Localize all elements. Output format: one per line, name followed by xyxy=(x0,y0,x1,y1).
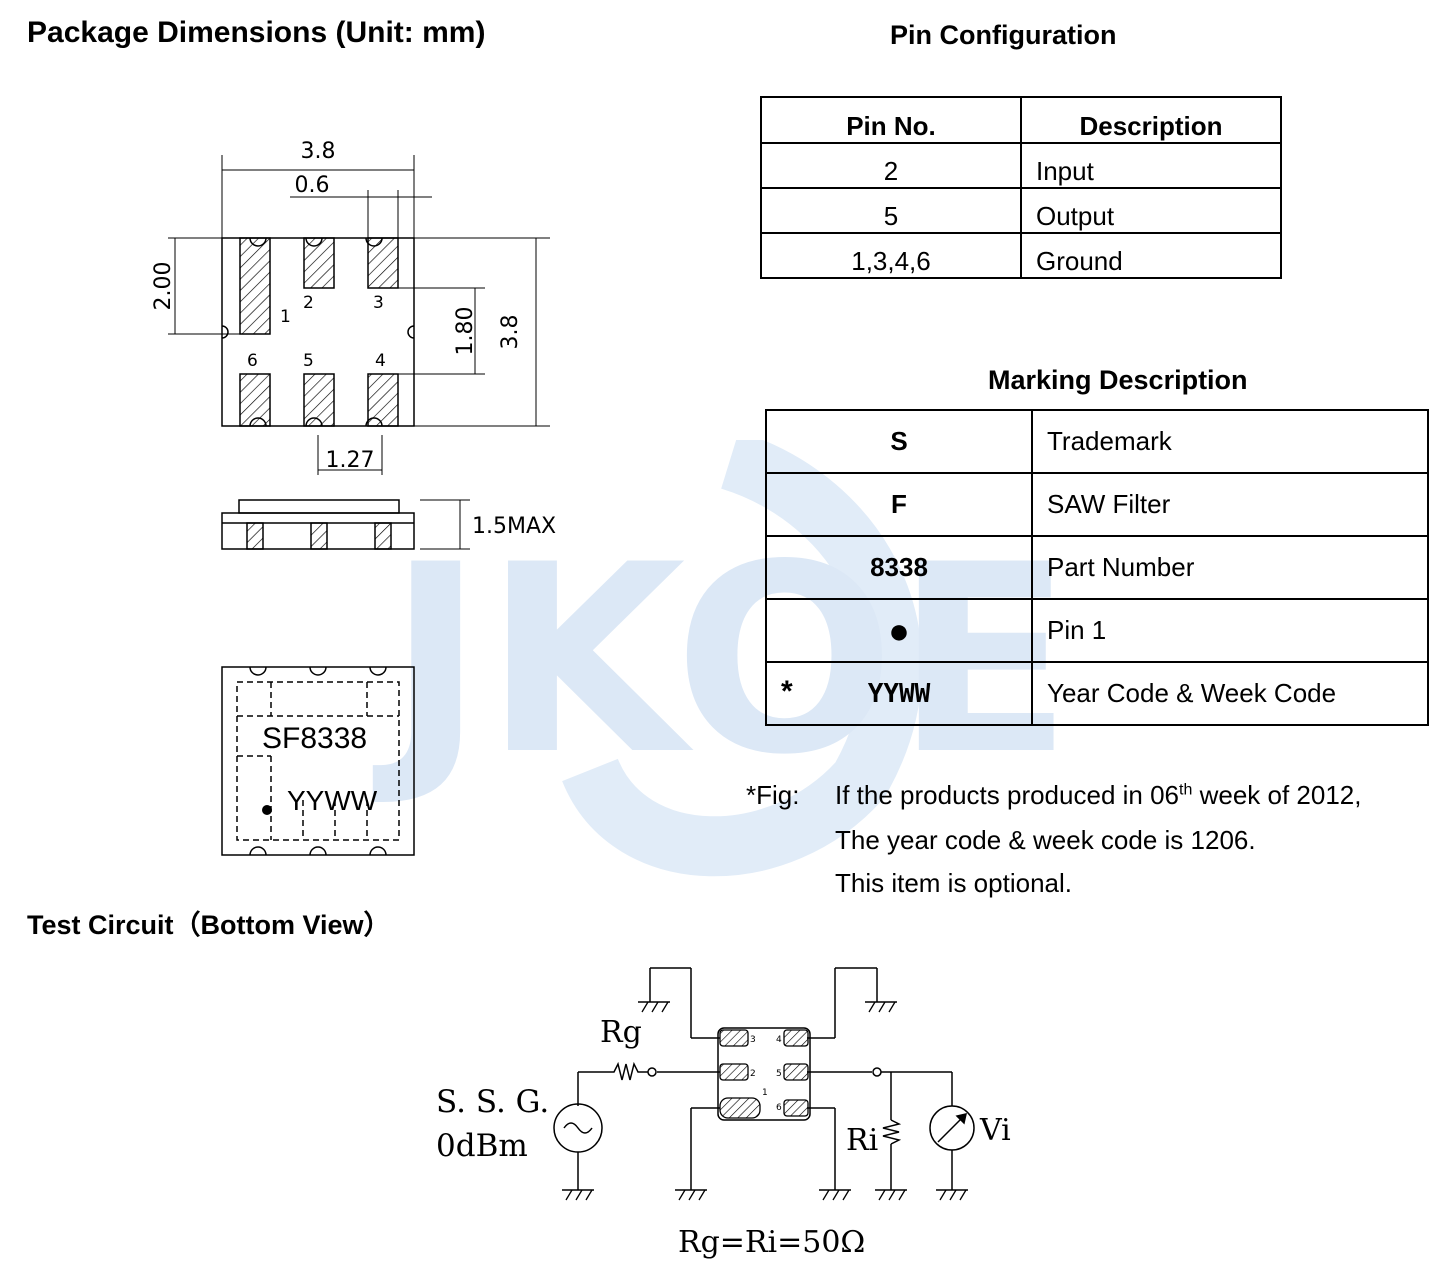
date-code-symbol: YYWW xyxy=(867,679,931,709)
table-header: Pin No. xyxy=(760,96,1022,144)
pin1-dot xyxy=(262,805,272,815)
pin-label: 4 xyxy=(375,351,386,371)
pin-description-cell: Input xyxy=(1020,142,1282,189)
dim-pad-gap-label: 1.80 xyxy=(453,307,478,356)
table-header: Description xyxy=(1020,96,1282,144)
package-dimensions-heading: Package Dimensions (Unit: mm) xyxy=(27,16,486,49)
table-row: 2 Input xyxy=(760,142,1282,189)
marking-description-cell: Part Number xyxy=(1031,535,1429,600)
marking-part-text: SF8338 xyxy=(262,722,367,755)
table-row: 1,3,4,6 Ground xyxy=(760,232,1282,279)
dim-max-height-label: 1.5MAX xyxy=(472,514,556,539)
vi-label: Vi xyxy=(979,1113,1011,1148)
pin-description-cell: Output xyxy=(1020,187,1282,234)
pad-number: 1 xyxy=(762,1088,768,1098)
rg-label: Rg xyxy=(600,1015,642,1050)
footnote-superscript: th xyxy=(1179,781,1193,799)
pad-number: 2 xyxy=(750,1069,756,1079)
table-row: S Trademark xyxy=(765,409,1429,474)
pin-label: 3 xyxy=(373,293,384,313)
pin-number-cell: 5 xyxy=(760,187,1022,234)
table-row: 8338 Part Number xyxy=(765,535,1429,600)
marking-top-view: SF8338 YYWW xyxy=(221,666,415,856)
marking-description-cell: Year Code & Week Code xyxy=(1031,661,1429,726)
marking-description-heading: Marking Description xyxy=(988,365,1248,395)
marking-symbol-cell: 8338 xyxy=(765,535,1033,600)
asterisk-marker: * xyxy=(781,675,793,708)
pad-number: 6 xyxy=(776,1103,782,1113)
dim-width-label: 3.8 xyxy=(301,139,336,164)
dim-pitch-label: 1.27 xyxy=(326,448,375,473)
footnote-line-2: The year code & week code is 1206. xyxy=(835,825,1256,855)
package-side-view: 1.5MAX xyxy=(221,499,556,550)
footnote-text: week of 2012, xyxy=(1192,780,1362,810)
marking-description-cell: Trademark xyxy=(1031,409,1429,474)
pin-label: 1 xyxy=(280,307,291,327)
footnote-text: If the products produced in 06 xyxy=(835,780,1180,810)
table-row: Pin No. Description xyxy=(760,96,1282,144)
test-circuit-diagram: 3 4 2 5 1 6 Rg S. S. G. 0dBm Ri Vi Rg=Ri… xyxy=(436,967,1011,1260)
pin-description-cell: Ground xyxy=(1020,232,1282,279)
impedance-formula: Rg=Ri=50Ω xyxy=(678,1225,865,1260)
pin-number-cell: 1,3,4,6 xyxy=(760,232,1022,279)
pad-number: 3 xyxy=(750,1035,756,1045)
ri-label: Ri xyxy=(846,1123,878,1158)
ssg-label: S. S. G. xyxy=(436,1084,549,1120)
table-row: ● Pin 1 xyxy=(765,598,1429,663)
pad-number: 4 xyxy=(776,1035,782,1045)
table-row: 5 Output xyxy=(760,187,1282,234)
marking-description-cell: Pin 1 xyxy=(1031,598,1429,663)
table-row: F SAW Filter xyxy=(765,472,1429,537)
pin-label: 2 xyxy=(303,293,314,313)
level-label: 0dBm xyxy=(436,1128,528,1164)
marking-symbol-cell: ● xyxy=(765,598,1033,663)
footnote-line-3: This item is optional. xyxy=(835,868,1072,898)
footnote-prefix: *Fig: xyxy=(746,780,800,810)
marking-description-table: S Trademark F SAW Filter 8338 Part Numbe… xyxy=(765,409,1429,726)
dim-height-label: 3.8 xyxy=(498,315,523,350)
table-row: * YYWW Year Code & Week Code xyxy=(765,661,1429,726)
marking-description-cell: SAW Filter xyxy=(1031,472,1429,537)
marking-date-code-text: YYWW xyxy=(287,785,378,816)
marking-symbol-cell: F xyxy=(765,472,1033,537)
marking-symbol-cell: * YYWW xyxy=(765,661,1033,726)
pin-configuration-table: Pin No. Description 2 Input 5 Output 1,3… xyxy=(760,96,1282,279)
dim-pad-height-label: 2.00 xyxy=(151,262,176,311)
marking-symbol-cell: S xyxy=(765,409,1033,474)
pin-number-cell: 2 xyxy=(760,142,1022,189)
pin-label: 5 xyxy=(303,351,314,371)
pin-configuration-heading: Pin Configuration xyxy=(890,20,1117,50)
dim-pad-width-label: 0.6 xyxy=(295,173,330,198)
package-dimension-drawing: 1 2 3 4 5 6 3.8 0.6 1.27 3.8 1.80 2.00 xyxy=(151,139,550,475)
test-circuit-heading: Test Circuit（Bottom View） xyxy=(27,910,391,940)
pin-label: 6 xyxy=(247,351,258,371)
footnote-line-1: If the products produced in 06th week of… xyxy=(835,780,1361,811)
pad-number: 5 xyxy=(776,1069,782,1079)
